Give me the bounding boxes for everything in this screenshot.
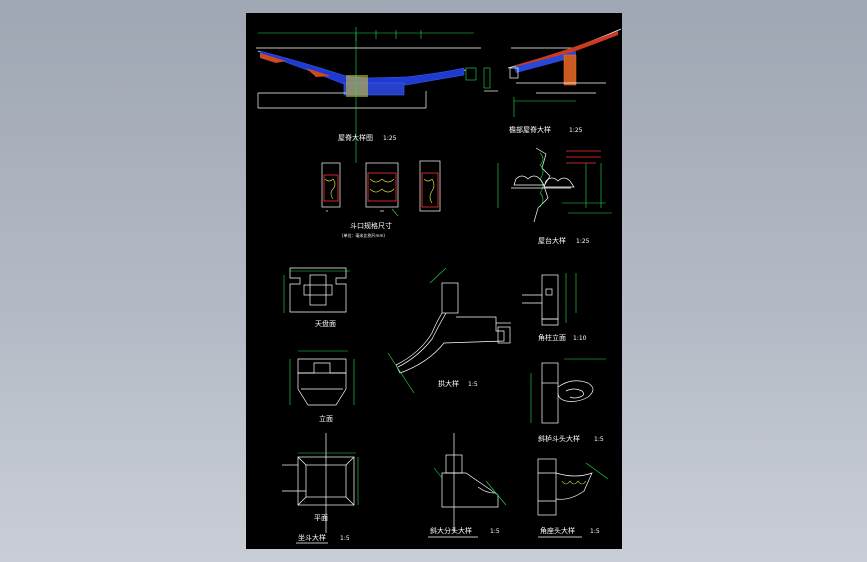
label-pedestal: 屋台大样	[538, 236, 566, 245]
front-view-drawing	[289, 350, 355, 406]
drawing-sheet: 屋脊大样图 1:25 檐部屋脊大样 1:25 斗口规格尺寸 (单位：毫米比例尺m…	[246, 13, 622, 549]
label-column-elev: 角柱立面	[538, 333, 566, 342]
eave-detail-drawing	[507, 28, 622, 117]
label-arm-detail: 拱大样	[438, 379, 459, 388]
label-big-dou: 坐斗大样	[298, 533, 326, 542]
label-eave-detail-scale: 1:25	[569, 127, 583, 134]
label-column-scale: 1:10	[573, 335, 587, 342]
label-dougong-sizes: 斗口规格尺寸	[350, 221, 392, 230]
dougong-blocks	[321, 160, 441, 217]
mid-head-drawing	[433, 433, 507, 533]
plan-view-drawing	[282, 433, 359, 533]
label-big-dou-scale: 1:5	[340, 535, 350, 542]
pedestal-drawing	[497, 147, 612, 223]
label-mid-head-scale: 1:5	[490, 528, 500, 535]
label-head-detail: 斜栌斗头大样	[538, 434, 580, 443]
end-head-drawing	[537, 458, 609, 516]
roof-ridge-drawing	[256, 27, 498, 163]
column-elevation-drawing	[522, 273, 577, 326]
top-view-drawing	[283, 267, 350, 313]
label-mid-head: 斜大分头大样	[430, 526, 472, 535]
label-pedestal-scale: 1:25	[576, 238, 590, 245]
label-front-view: 立面	[319, 414, 333, 423]
label-head-scale: 1:5	[594, 436, 604, 443]
head-detail-drawing	[530, 358, 606, 424]
label-end-head-scale: 1:5	[590, 528, 600, 535]
label-roof-ridge-scale: 1:25	[383, 135, 397, 142]
arm-detail-drawing	[387, 267, 511, 394]
label-roof-ridge: 屋脊大样图	[338, 133, 373, 142]
label-dougong-note: (单位：毫米比例尺mm)	[342, 232, 385, 238]
label-eave-detail: 檐部屋脊大样	[509, 125, 551, 134]
label-plan-view: 平面	[314, 514, 328, 522]
label-top-view: 天盘面	[315, 319, 336, 328]
cad-drawing: 屋脊大样图 1:25 檐部屋脊大样 1:25 斗口规格尺寸 (单位：毫米比例尺m…	[256, 27, 622, 544]
label-arm-scale: 1:5	[468, 381, 478, 388]
label-end-head: 角座头大样	[540, 526, 575, 535]
